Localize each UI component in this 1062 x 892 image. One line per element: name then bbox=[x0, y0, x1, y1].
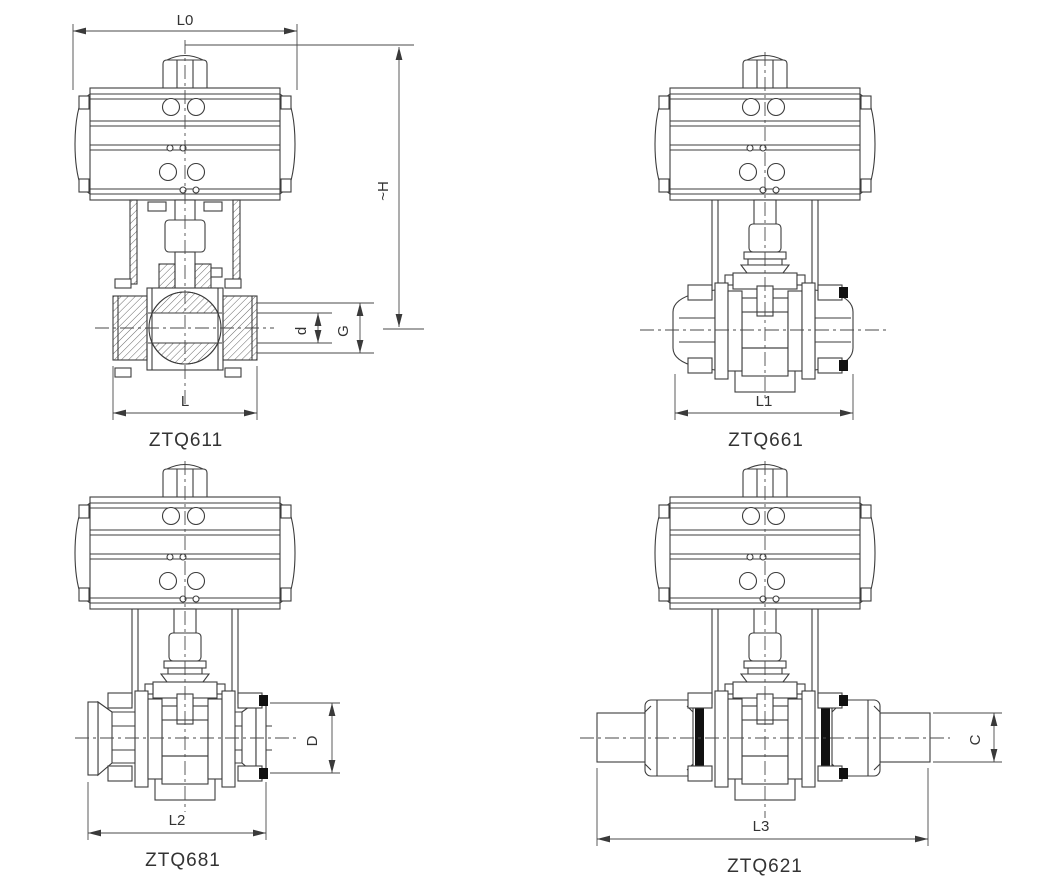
dim-l2: L2 bbox=[87, 782, 267, 840]
dim-label-l3: L3 bbox=[753, 818, 770, 835]
dim-g: G bbox=[257, 302, 374, 354]
dim-label-l1: L1 bbox=[756, 393, 773, 410]
bracket-drawing bbox=[711, 608, 819, 727]
dim-label-c: C bbox=[967, 734, 984, 745]
centerlines bbox=[75, 461, 300, 812]
bracket-drawing bbox=[711, 199, 819, 318]
model-label-ztq611: ZTQ611 bbox=[149, 430, 223, 451]
dim-label-g: G bbox=[335, 325, 352, 337]
dim-l3: L3 bbox=[596, 768, 929, 846]
figure-ztq621: C L3 ZTQ621 bbox=[580, 461, 1002, 877]
centerlines bbox=[640, 52, 890, 400]
dim-label-h: ~H bbox=[375, 181, 392, 201]
dim-d-clamp: D bbox=[270, 702, 340, 774]
model-label-ztq661: ZTQ661 bbox=[728, 430, 804, 451]
dim-label-d: d bbox=[293, 327, 310, 335]
dim-l1: L1 bbox=[674, 374, 854, 420]
centerlines bbox=[580, 461, 950, 818]
dim-l0: L0 bbox=[72, 12, 298, 90]
dim-label-d-clamp: D bbox=[304, 735, 321, 746]
figure-ztq611: L0 ~H d G L ZTQ611 bbox=[72, 12, 424, 451]
valve-body-drawing bbox=[87, 690, 272, 801]
dim-c: C bbox=[933, 712, 1002, 763]
valve-body-drawing bbox=[672, 282, 854, 393]
figure-ztq681: D L2 ZTQ681 bbox=[74, 461, 340, 871]
model-label-ztq681: ZTQ681 bbox=[145, 850, 221, 871]
valve-body-drawing bbox=[596, 690, 931, 801]
model-label-ztq621: ZTQ621 bbox=[727, 856, 803, 877]
dim-d: d bbox=[257, 312, 332, 344]
dim-h: ~H bbox=[185, 44, 424, 330]
dim-label-l0: L0 bbox=[177, 12, 194, 29]
figure-ztq661: L1 ZTQ661 bbox=[640, 52, 890, 451]
dim-label-l2: L2 bbox=[169, 812, 186, 829]
centerlines bbox=[95, 40, 274, 404]
bracket-drawing bbox=[131, 608, 239, 727]
